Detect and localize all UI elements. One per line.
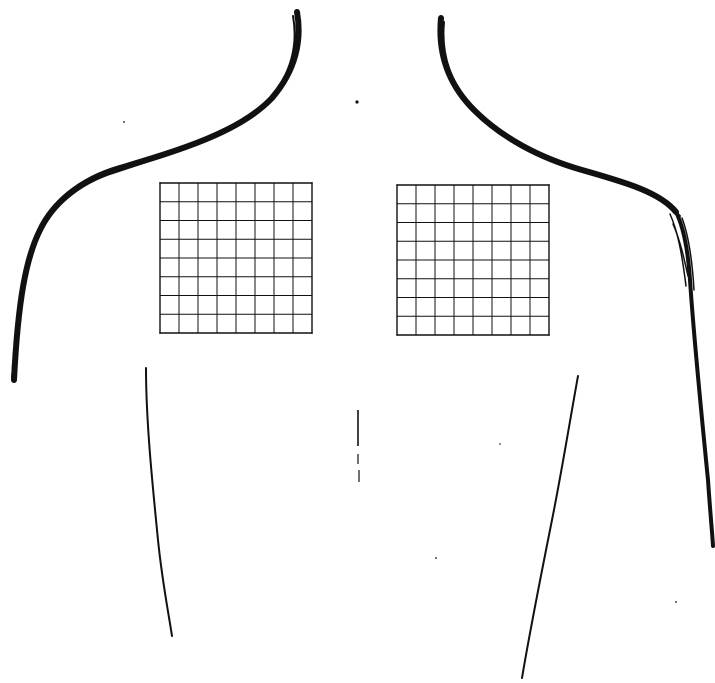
stray-speck-4 bbox=[499, 443, 501, 445]
stray-speck-3 bbox=[675, 601, 677, 603]
stray-speck-1 bbox=[123, 121, 125, 123]
left-neck-shoulder-outline-sketch bbox=[12, 16, 295, 378]
right-arm-outline bbox=[676, 212, 713, 546]
left-neck-shoulder-outline bbox=[14, 12, 299, 380]
right-torso-side-line bbox=[522, 376, 578, 678]
stray-speck-2 bbox=[435, 557, 437, 559]
left-shoulder-grid bbox=[160, 183, 312, 333]
right-neck-shoulder-outline bbox=[440, 18, 676, 212]
neck-speck bbox=[355, 100, 358, 103]
right-shoulder-grid bbox=[397, 185, 549, 335]
right-neck-shoulder-outline-sketch bbox=[443, 22, 680, 216]
left-torso-side-line bbox=[146, 368, 172, 636]
